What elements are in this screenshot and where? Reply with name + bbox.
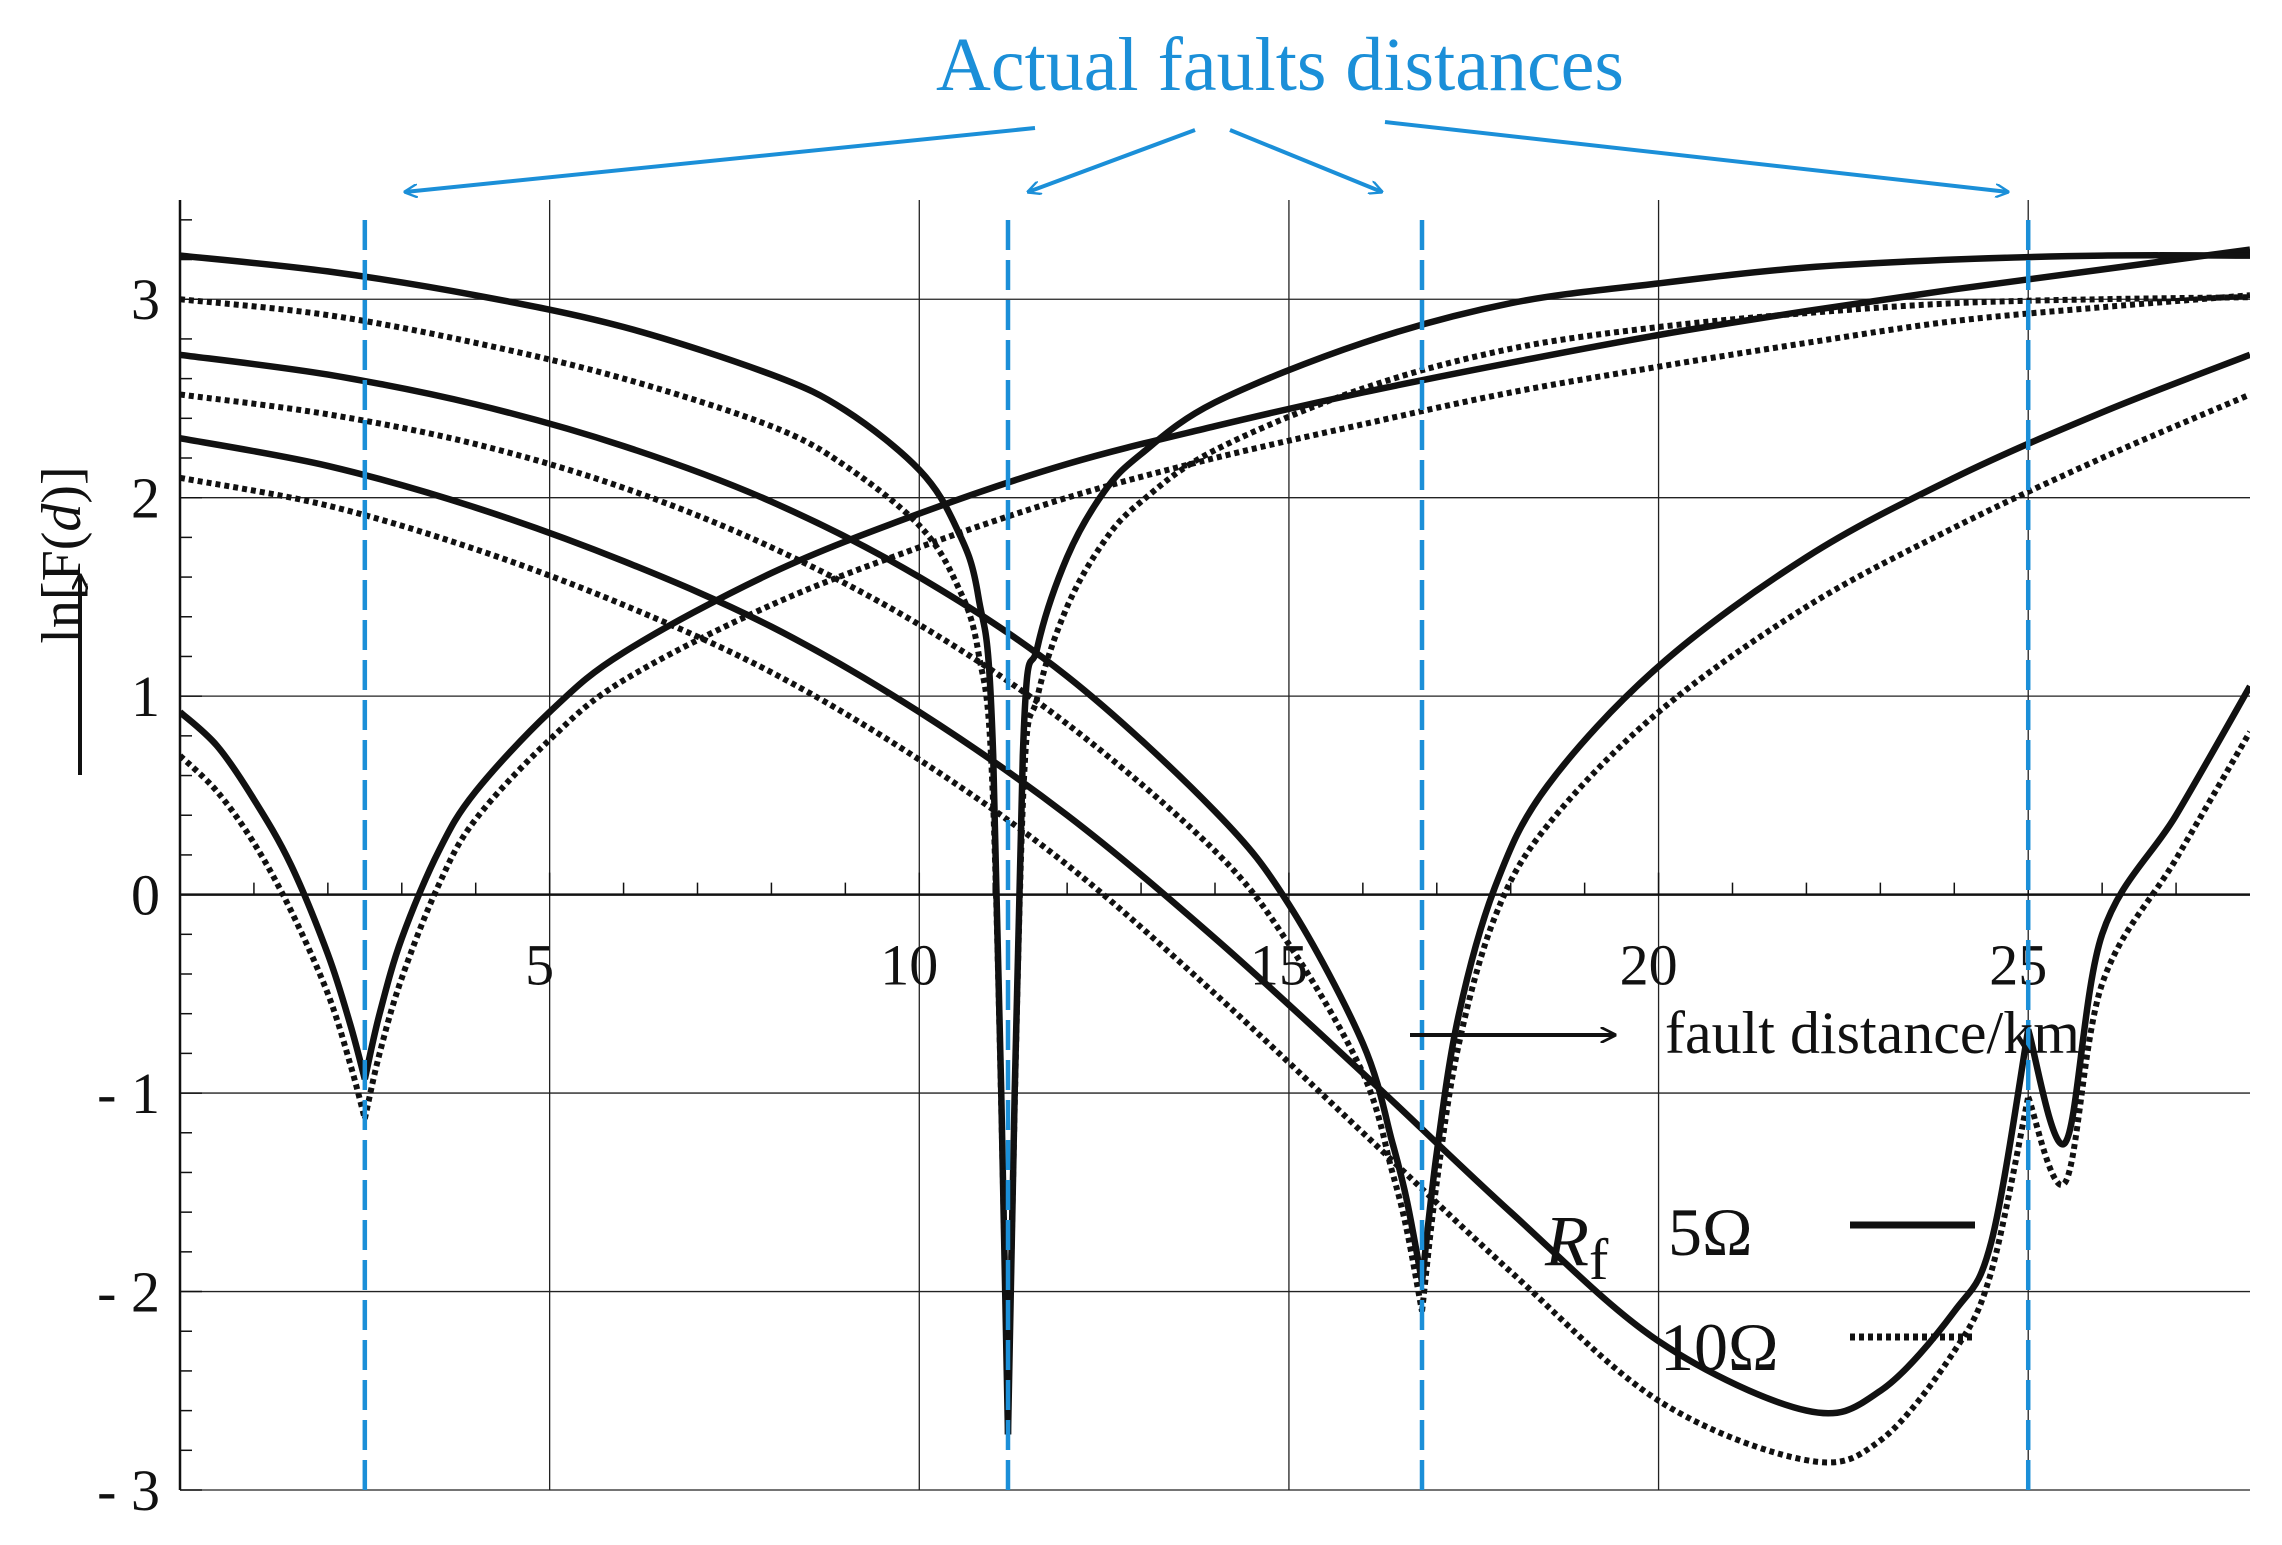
- x-tick-label: 20: [1620, 933, 1678, 998]
- series-10ohm-curve-1-1: [361, 292, 2250, 1120]
- y-axis-label-suffix: )]: [31, 466, 93, 503]
- x-axis-label: fault distance/km: [1665, 1000, 2080, 1066]
- y-tick-label: - 3: [97, 1458, 160, 1523]
- y-axis-label: ln[F(d)]: [31, 466, 93, 643]
- annotation-arrow-3: [1384, 120, 2008, 192]
- legend-label-5ohm: 5Ω: [1668, 1194, 1753, 1270]
- y-tick-label: 2: [131, 466, 160, 531]
- legend-label-10ohm: 10Ω: [1660, 1309, 1779, 1385]
- y-tick-label: - 2: [97, 1260, 160, 1325]
- y-tick-label: 1: [131, 664, 160, 729]
- x-tick-label: 15: [1250, 933, 1308, 998]
- annotation-title: Actual faults distances: [936, 23, 1624, 107]
- series-10ohm-curve-3-0: [180, 296, 1011, 1411]
- y-axis-label-var: d: [31, 503, 93, 532]
- series-10ohm-curve-1-0: [180, 753, 368, 1120]
- annotation-arrow-1: [1028, 128, 1196, 192]
- series-5ohm-curve-0-1: [361, 246, 2250, 1080]
- series-10ohm-curve-7-1: [2025, 730, 2250, 1188]
- y-tick-label: 0: [131, 863, 160, 928]
- annotation-arrows: [405, 120, 2008, 192]
- grid: [180, 200, 2250, 1491]
- series-5ohm-curve-6-1: [2025, 684, 2250, 1148]
- series-5ohm-curve-2-1: [1004, 252, 2250, 1435]
- series-5ohm-curve-4-1: [1418, 351, 2250, 1282]
- legend-symbol-sub: f: [1589, 1227, 1609, 1292]
- y-tick-label: 3: [131, 267, 160, 332]
- series-5ohm-curve-0-0: [180, 709, 368, 1081]
- series-5ohm-curve-2-0: [180, 252, 1012, 1435]
- legend: Rf 5Ω 10Ω: [1544, 1194, 1975, 1385]
- fault-markers: [362, 220, 2031, 1490]
- annotation-arrow-0: [405, 126, 1036, 192]
- x-tick-label: 10: [880, 933, 938, 998]
- x-tick-label: 25: [1989, 933, 2047, 998]
- x-tick-label: 5: [525, 933, 554, 998]
- series-10ohm-curve-7-0: [180, 474, 2032, 1466]
- legend-symbol-main: R: [1544, 1201, 1589, 1281]
- series-10ohm-curve-5-0: [180, 391, 1425, 1312]
- series-layer: [180, 246, 2250, 1466]
- legend-symbol: Rf: [1544, 1201, 1609, 1292]
- y-axis-label-prefix: ln[F(: [31, 532, 93, 644]
- series-10ohm-curve-5-1: [1419, 391, 2250, 1312]
- annotation-arrow-2: [1229, 128, 1382, 192]
- axes: 5 10 15 20 25 - 3 - 2 - 1 0 1 2 3: [97, 200, 2250, 1523]
- series-10ohm-curve-3-1: [1005, 294, 2250, 1411]
- y-tick-label: - 1: [97, 1061, 160, 1126]
- series-5ohm-curve-6-0: [180, 435, 2032, 1417]
